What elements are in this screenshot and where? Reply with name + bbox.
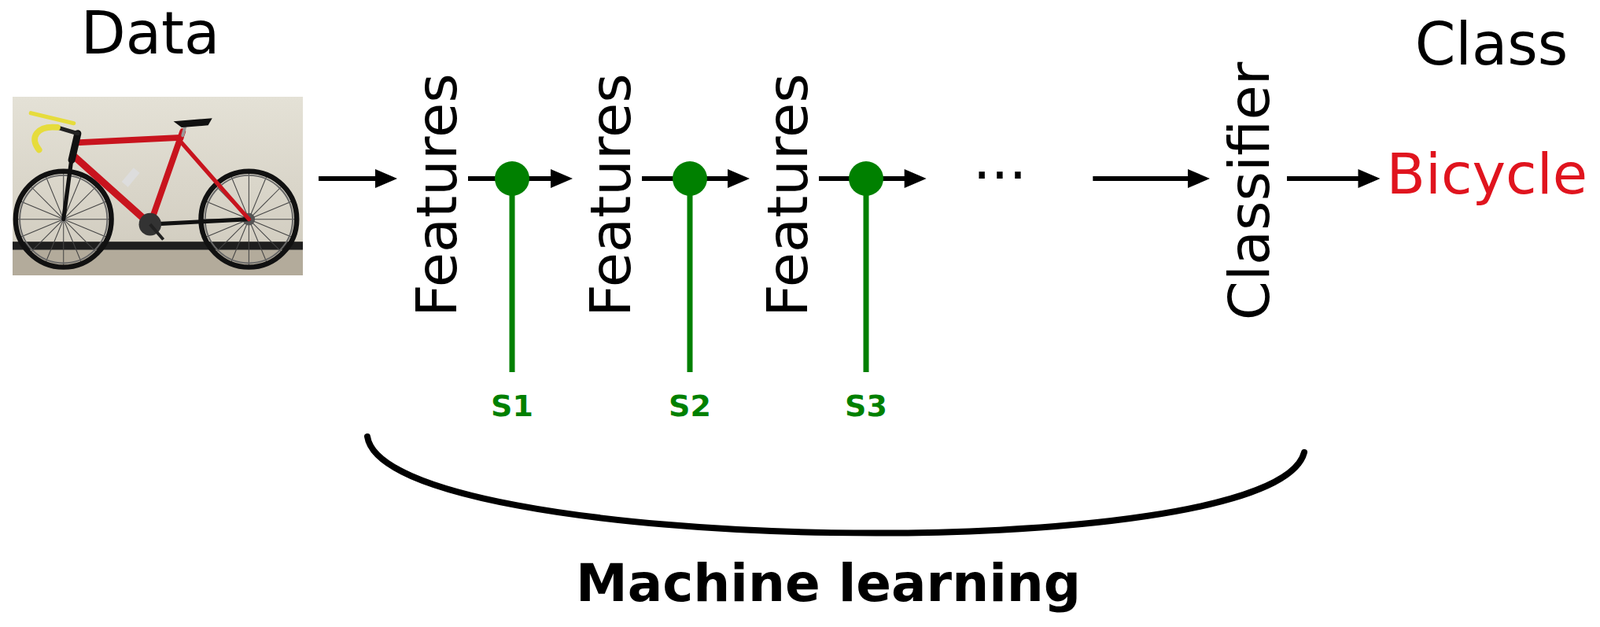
features-label: Features — [759, 70, 816, 321]
tap-line — [687, 178, 694, 373]
arrow-connector — [1286, 169, 1381, 189]
image-node: Data — [12, 96, 303, 276]
handlebars — [30, 113, 78, 151]
saddle — [173, 117, 213, 128]
node-text: ... — [973, 130, 1028, 188]
arrowhead — [727, 169, 750, 189]
arrowhead — [550, 169, 573, 189]
arrowhead — [1187, 169, 1210, 189]
ellipsis-node: ... — [973, 130, 1028, 188]
tap-dot — [672, 161, 708, 196]
tap-line — [509, 178, 516, 373]
arrowhead — [1358, 169, 1381, 189]
crankset — [121, 167, 164, 240]
node-text: Features — [408, 73, 465, 318]
arrowhead — [904, 169, 927, 189]
image-heading: Data — [81, 3, 221, 63]
tap-dot — [494, 161, 530, 196]
class-output: Bicycle — [1386, 145, 1588, 203]
node-text: Features — [582, 73, 639, 318]
arrow-connector — [1092, 169, 1210, 189]
arrow-connector — [318, 169, 398, 189]
stage-label: S1 — [490, 390, 534, 421]
signal-taps — [494, 161, 884, 373]
tap-line — [863, 178, 870, 373]
connector-line — [1092, 176, 1190, 181]
classifier-label: Classifier — [1220, 58, 1278, 325]
photo-baseboard — [12, 241, 303, 250]
connector-line — [1286, 176, 1361, 181]
node-text: Classifier — [1220, 62, 1278, 321]
bike-frame — [63, 124, 250, 225]
tap-dot — [848, 161, 884, 196]
features-label: Features — [408, 70, 465, 321]
stage-label: S2 — [668, 390, 712, 421]
stage-label: S3 — [844, 390, 888, 421]
arrowhead — [375, 169, 398, 189]
bicycle-photo — [12, 96, 303, 276]
column-heading: Class — [1415, 14, 1569, 74]
bracket-caption: Machine learning — [575, 557, 1081, 610]
features-label: Features — [582, 70, 639, 321]
brace-arc — [367, 436, 1305, 534]
node-text: Bicycle — [1386, 145, 1588, 203]
photo-wall — [12, 96, 303, 276]
node-text: Features — [759, 73, 816, 318]
connector-line — [318, 176, 377, 181]
